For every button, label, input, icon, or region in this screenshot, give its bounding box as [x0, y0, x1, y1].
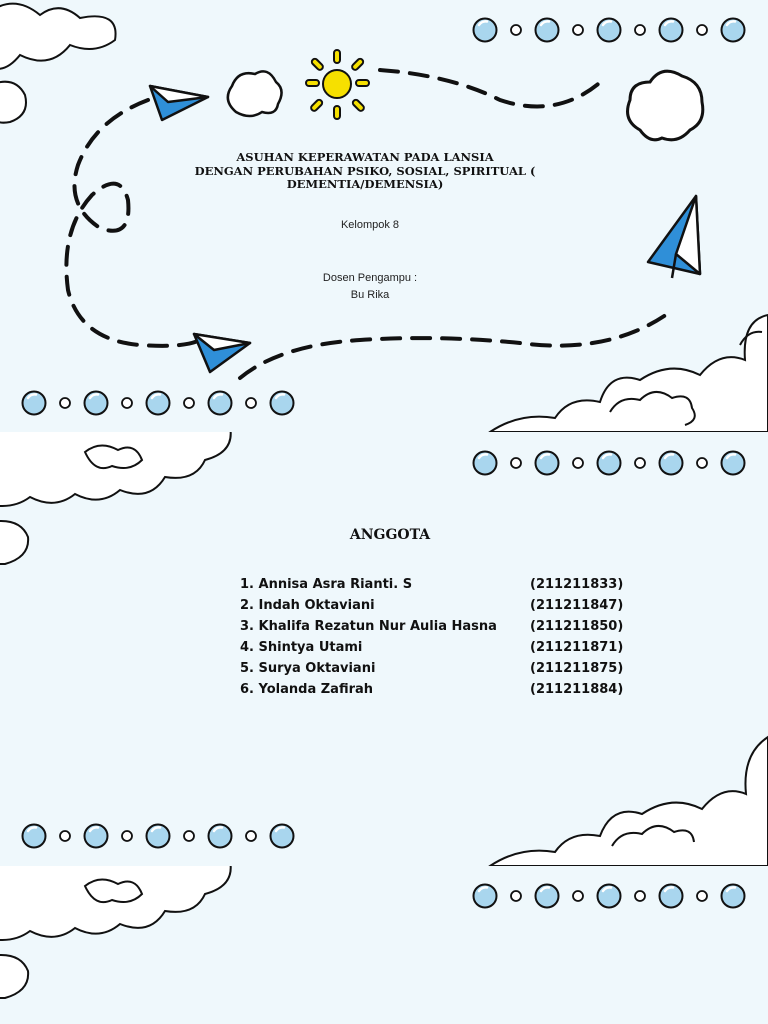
- member-row: 5. Surya Oktaviani (211211875): [240, 661, 624, 682]
- member-id: (211211847): [530, 598, 624, 613]
- member-row: 2. Indah Oktaviani (211211847): [240, 598, 624, 619]
- members-slide: ANGGOTA 1. Annisa Asra Rianti. S (211211…: [0, 432, 768, 866]
- dashed-flight-path: [378, 68, 607, 109]
- cloud-bank-icon: [488, 313, 768, 432]
- bubble-row-bottom: [21, 823, 295, 849]
- member-list: 1. Annisa Asra Rianti. S (211211833) 2. …: [240, 577, 624, 703]
- cover-title-line: ASUHAN KEPERAWATAN PADA LANSIA: [236, 151, 494, 164]
- lecturer-label: Dosen Pengampu :: [322, 272, 418, 284]
- paper-plane-icon: [646, 194, 702, 279]
- paper-plane-icon: [148, 84, 210, 122]
- member-name: 6. Yolanda Zafirah: [240, 682, 374, 697]
- cloud-icon: [226, 70, 283, 118]
- member-name: 5. Surya Oktaviani: [240, 661, 376, 676]
- member-row: 1. Annisa Asra Rianti. S (211211833): [240, 577, 624, 598]
- member-name: 4. Shintya Utami: [240, 640, 363, 655]
- bubble-row-top: [472, 450, 746, 476]
- member-row: 3. Khalifa Rezatun Nur Aulia Hasna (2112…: [240, 619, 624, 640]
- cover-title: ASUHAN KEPERAWATAN PADA LANSIA DENGAN PE…: [140, 151, 590, 192]
- corner-cloud-icon: [0, 866, 232, 999]
- cover-title-line: DENGAN PERUBAHAN PSIKO, SOSIAL, SPIRITUA…: [194, 163, 536, 178]
- bubble-row-top: [472, 17, 746, 43]
- group-name: Kelompok 8: [340, 219, 400, 231]
- third-slide: [0, 866, 768, 1024]
- cover-slide: ASUHAN KEPERAWATAN PADA LANSIA DENGAN PE…: [0, 0, 768, 432]
- cloud-icon: [626, 69, 705, 142]
- corner-cloud-icon: [0, 2, 117, 124]
- corner-cloud-icon: [0, 432, 232, 565]
- paper-plane-icon: [192, 332, 252, 374]
- member-name: 1. Annisa Asra Rianti. S: [240, 577, 413, 592]
- member-id: (211211884): [530, 682, 624, 697]
- members-heading: ANGGOTA: [349, 527, 431, 543]
- member-id: (211211833): [530, 577, 624, 592]
- members-decoration: [0, 432, 768, 866]
- member-row: 6. Yolanda Zafirah (211211884): [240, 682, 624, 703]
- dashed-flight-path: [238, 310, 672, 380]
- member-id: (211211875): [530, 661, 624, 676]
- member-name: 2. Indah Oktaviani: [240, 598, 375, 613]
- lecturer-name: Bu Rika: [350, 289, 390, 301]
- dashed-flight-path: [64, 98, 202, 348]
- member-id: (211211850): [530, 619, 624, 634]
- bubble-row-bottom: [21, 390, 295, 416]
- member-row: 4. Shintya Utami (211211871): [240, 640, 624, 661]
- cover-decoration: [0, 2, 768, 432]
- member-id: (211211871): [530, 640, 624, 655]
- third-slide-decoration: [0, 866, 746, 999]
- member-name: 3. Khalifa Rezatun Nur Aulia Hasna: [240, 619, 497, 634]
- bubble-row-top: [472, 883, 746, 909]
- cover-title-line: DEMENTIA/DEMENSIA): [286, 177, 444, 191]
- cloud-bank-icon: [488, 735, 768, 866]
- sun-icon: [305, 49, 370, 120]
